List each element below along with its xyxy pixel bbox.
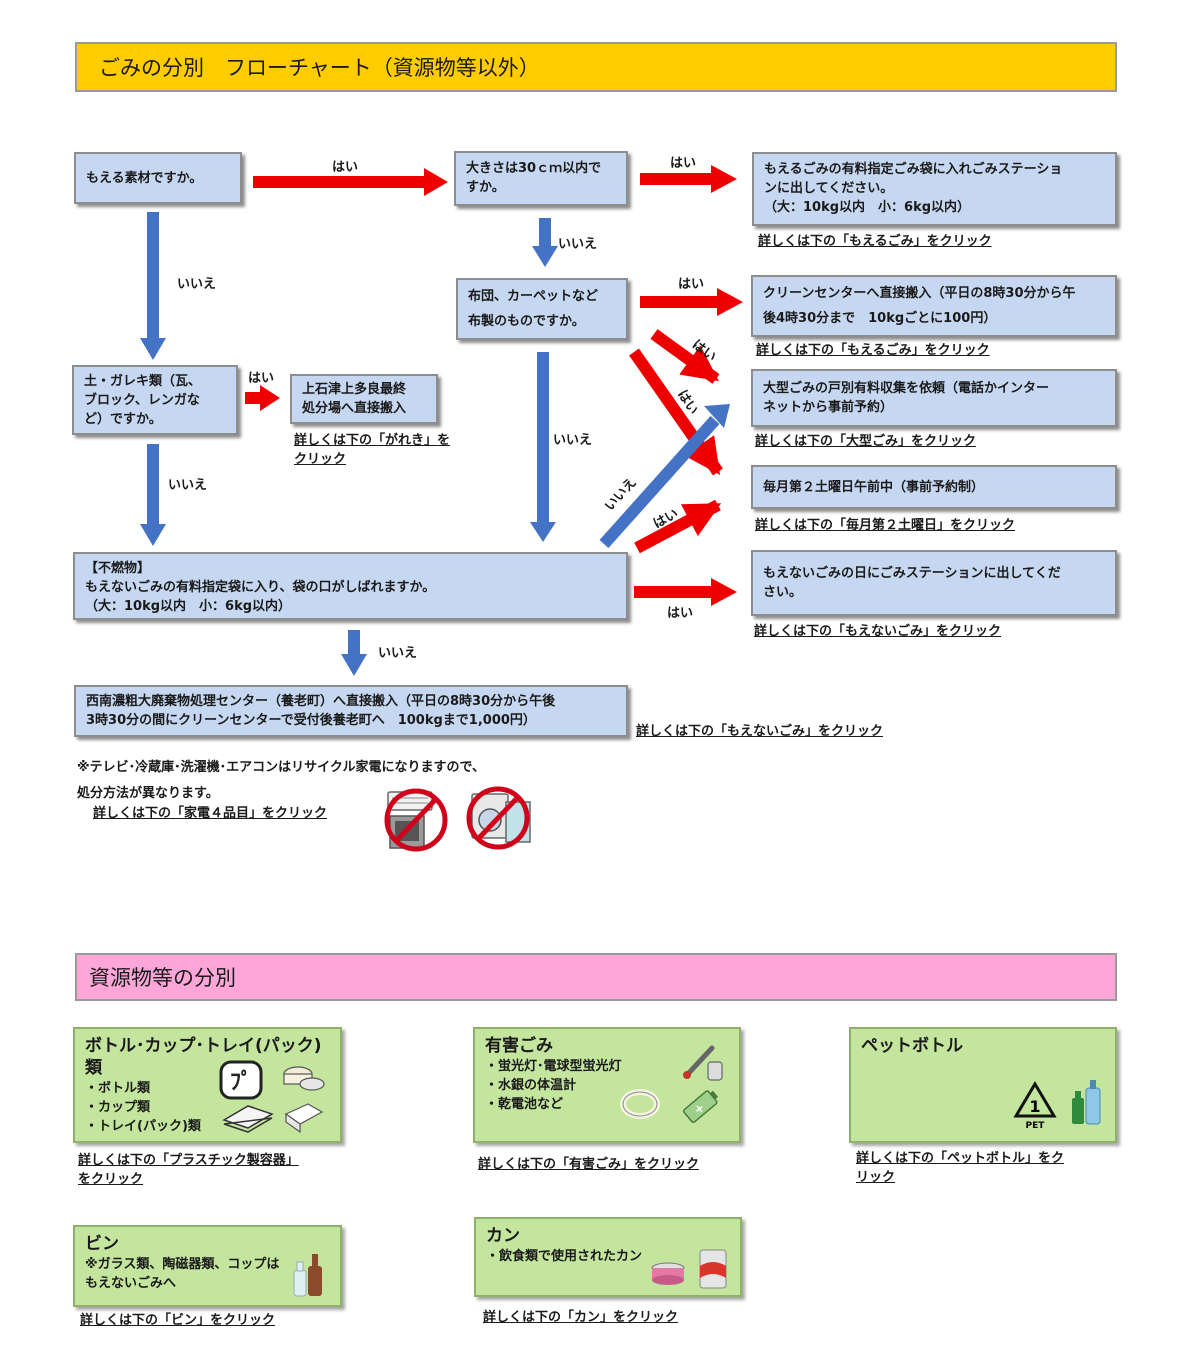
link-plastic[interactable]: 詳しくは下の「プラスチック製容器」 をクリック <box>78 1153 299 1187</box>
flowchart-title: ごみの分別 フローチャート（資源物等以外） <box>75 42 1117 92</box>
yes-arrow <box>640 288 743 316</box>
no-label: いいえ <box>378 646 418 661</box>
link-moenai-gomi[interactable]: 詳しくは下の「もえないごみ」をクリック <box>636 724 884 739</box>
yes-arrow <box>650 329 720 384</box>
hazardous-waste-card[interactable]: 有害ごみ ・蛍光灯･電球型蛍光灯 ・水銀の体温計 ・乾電池など <box>473 1027 741 1143</box>
no-aircon-fridge-icon <box>384 788 448 852</box>
yes-label: はい <box>667 606 694 621</box>
link-pet-bottle[interactable]: 詳しくは下の「ペットボトル」をク リック <box>856 1151 1065 1185</box>
link-moenai-gomi[interactable]: 詳しくは下の「もえないごみ」をクリック <box>754 624 1002 639</box>
plastic-tray-icon <box>222 1103 324 1134</box>
no-label: いいえ <box>177 277 217 292</box>
plastic-recycle-mark-icon: ﾌﾟ <box>219 1060 263 1100</box>
card-item: ・水銀の体温計 <box>485 1078 577 1093</box>
link-can[interactable]: 詳しくは下の「カン」をクリック <box>483 1310 679 1325</box>
glass-bottle-icon <box>293 1254 322 1297</box>
card-item: ・トレイ(パック)類 <box>85 1119 201 1134</box>
no-arrow <box>599 404 730 549</box>
yes-label: はい <box>332 160 359 175</box>
no-arrow <box>341 630 367 676</box>
card-title: ペットボトル <box>861 1036 963 1056</box>
card-title: ビン <box>85 1234 119 1254</box>
question-noncombustible: 【不燃物】 もえないごみの有料指定袋に入り、袋の口がしばれますか。 （大：10k… <box>73 552 628 620</box>
appliance-note: ※テレビ･冷蔵庫･洗濯機･エアコンはリサイクル家電になりますので、 <box>77 760 485 775</box>
pet-bottle-icon <box>1072 1080 1101 1125</box>
yes-arrow <box>634 578 737 606</box>
pet-label: PET <box>1026 1121 1046 1130</box>
link-hazardous[interactable]: 詳しくは下の「有害ごみ」をクリック <box>478 1157 700 1172</box>
resources-title: 資源物等の分別 <box>75 953 1117 1001</box>
no-label: いいえ <box>558 237 598 252</box>
answer-large-garbage: 大型ごみの戸別有料収集を依頼（電話かインター ネットから事前予約） <box>751 369 1117 427</box>
card-item: ・乾電池など <box>485 1097 564 1112</box>
link-moeru-gomi[interactable]: 詳しくは下の「もえるごみ」をクリック <box>758 234 992 249</box>
link-large-garbage[interactable]: 詳しくは下の「大型ごみ」をクリック <box>755 434 977 449</box>
can-icon <box>651 1249 727 1289</box>
link-moeru-gomi[interactable]: 詳しくは下の「もえるごみ」をクリック <box>756 343 990 358</box>
no-label: いいえ <box>168 478 208 493</box>
card-title: 有害ごみ <box>485 1036 553 1056</box>
can-card[interactable]: カン ・飲食類で使用されたカン <box>474 1217 742 1297</box>
question-combustible: もえる素材ですか。 <box>74 152 242 204</box>
no-arrow <box>532 218 558 267</box>
pet-recycle-mark-icon: 1 PET <box>1013 1081 1057 1130</box>
answer-noncombustible-day: もえないごみの日にごみステーションに出してくだ さい。 <box>751 550 1117 616</box>
card-title: カン <box>486 1226 520 1246</box>
question-size: 大きさは30ｃｍ以内で すか。 <box>454 151 628 206</box>
battery-icon: + <box>682 1090 719 1123</box>
answer-clean-center: クリーンセンターへ直接搬入（平日の8時30分から午 後4時30分まで 10kgご… <box>751 275 1117 337</box>
yes-arrow <box>629 348 723 476</box>
appliance-note: 処分方法が異なります。 <box>77 786 219 801</box>
answer-station: もえるごみの有料指定ごみ袋に入れごみステーショ ンに出してください。 （大：10… <box>752 152 1117 226</box>
pet-number: 1 <box>1029 1097 1040 1116</box>
thermometer-icon <box>683 1045 723 1081</box>
link-bin[interactable]: 詳しくは下の「ビン」をクリック <box>80 1313 276 1328</box>
card-item: ※ガラス類、陶磁器類、コップは <box>85 1257 280 1272</box>
pet-bottle-card[interactable]: ペットボトル <box>849 1027 1117 1143</box>
answer-seinan-center: 西南濃粗大廃棄物処理センター（養老町）へ直接搬入（平日の8時30分から午後 3時… <box>74 685 628 737</box>
no-washing-machine-icon <box>466 786 531 850</box>
plastic-cup-icon <box>283 1066 325 1091</box>
yes-arrow <box>640 165 737 193</box>
card-item: ・飲食類で使用されたカン <box>486 1249 643 1264</box>
no-arrow <box>140 444 166 546</box>
yes-arrow <box>253 168 448 196</box>
yes-label: はい <box>670 156 697 171</box>
card-item: もえないごみへ <box>85 1276 177 1291</box>
card-item: ・蛍光灯･電球型蛍光灯 <box>485 1059 622 1074</box>
no-arrow <box>140 212 166 360</box>
no-arrow <box>530 352 556 542</box>
fluorescent-lamp-icon <box>620 1089 660 1119</box>
yes-arrow <box>245 385 280 411</box>
question-fabric: 布団、カーペットなど 布製のものですか。 <box>456 278 628 340</box>
yes-label: はい <box>248 371 275 386</box>
yes-arrow <box>634 499 722 554</box>
link-second-saturday[interactable]: 詳しくは下の「毎月第２土曜日」をクリック <box>755 518 1016 533</box>
link-kaden[interactable]: 詳しくは下の「家電４品目」をクリック <box>93 806 328 821</box>
svg-text:ﾌﾟ: ﾌﾟ <box>230 1069 252 1095</box>
card-title: ボトル･カップ･トレイ(パック)類 <box>85 1036 322 1078</box>
link-gareki[interactable]: 詳しくは下の「がれき」を クリック <box>294 433 451 467</box>
card-item: ・ボトル類 <box>85 1081 151 1096</box>
answer-second-saturday: 毎月第２土曜日午前中（事前予約制） <box>751 465 1117 509</box>
question-rubble: 土・ガレキ類（瓦、 ブロック、レンガな ど）ですか。 <box>72 365 238 435</box>
yes-label: はい <box>678 277 705 292</box>
card-item: ・カップ類 <box>85 1100 151 1115</box>
answer-landfill: 上石津上多良最終 処分場へ直接搬入 <box>290 374 438 424</box>
no-label: いいえ <box>553 433 593 448</box>
